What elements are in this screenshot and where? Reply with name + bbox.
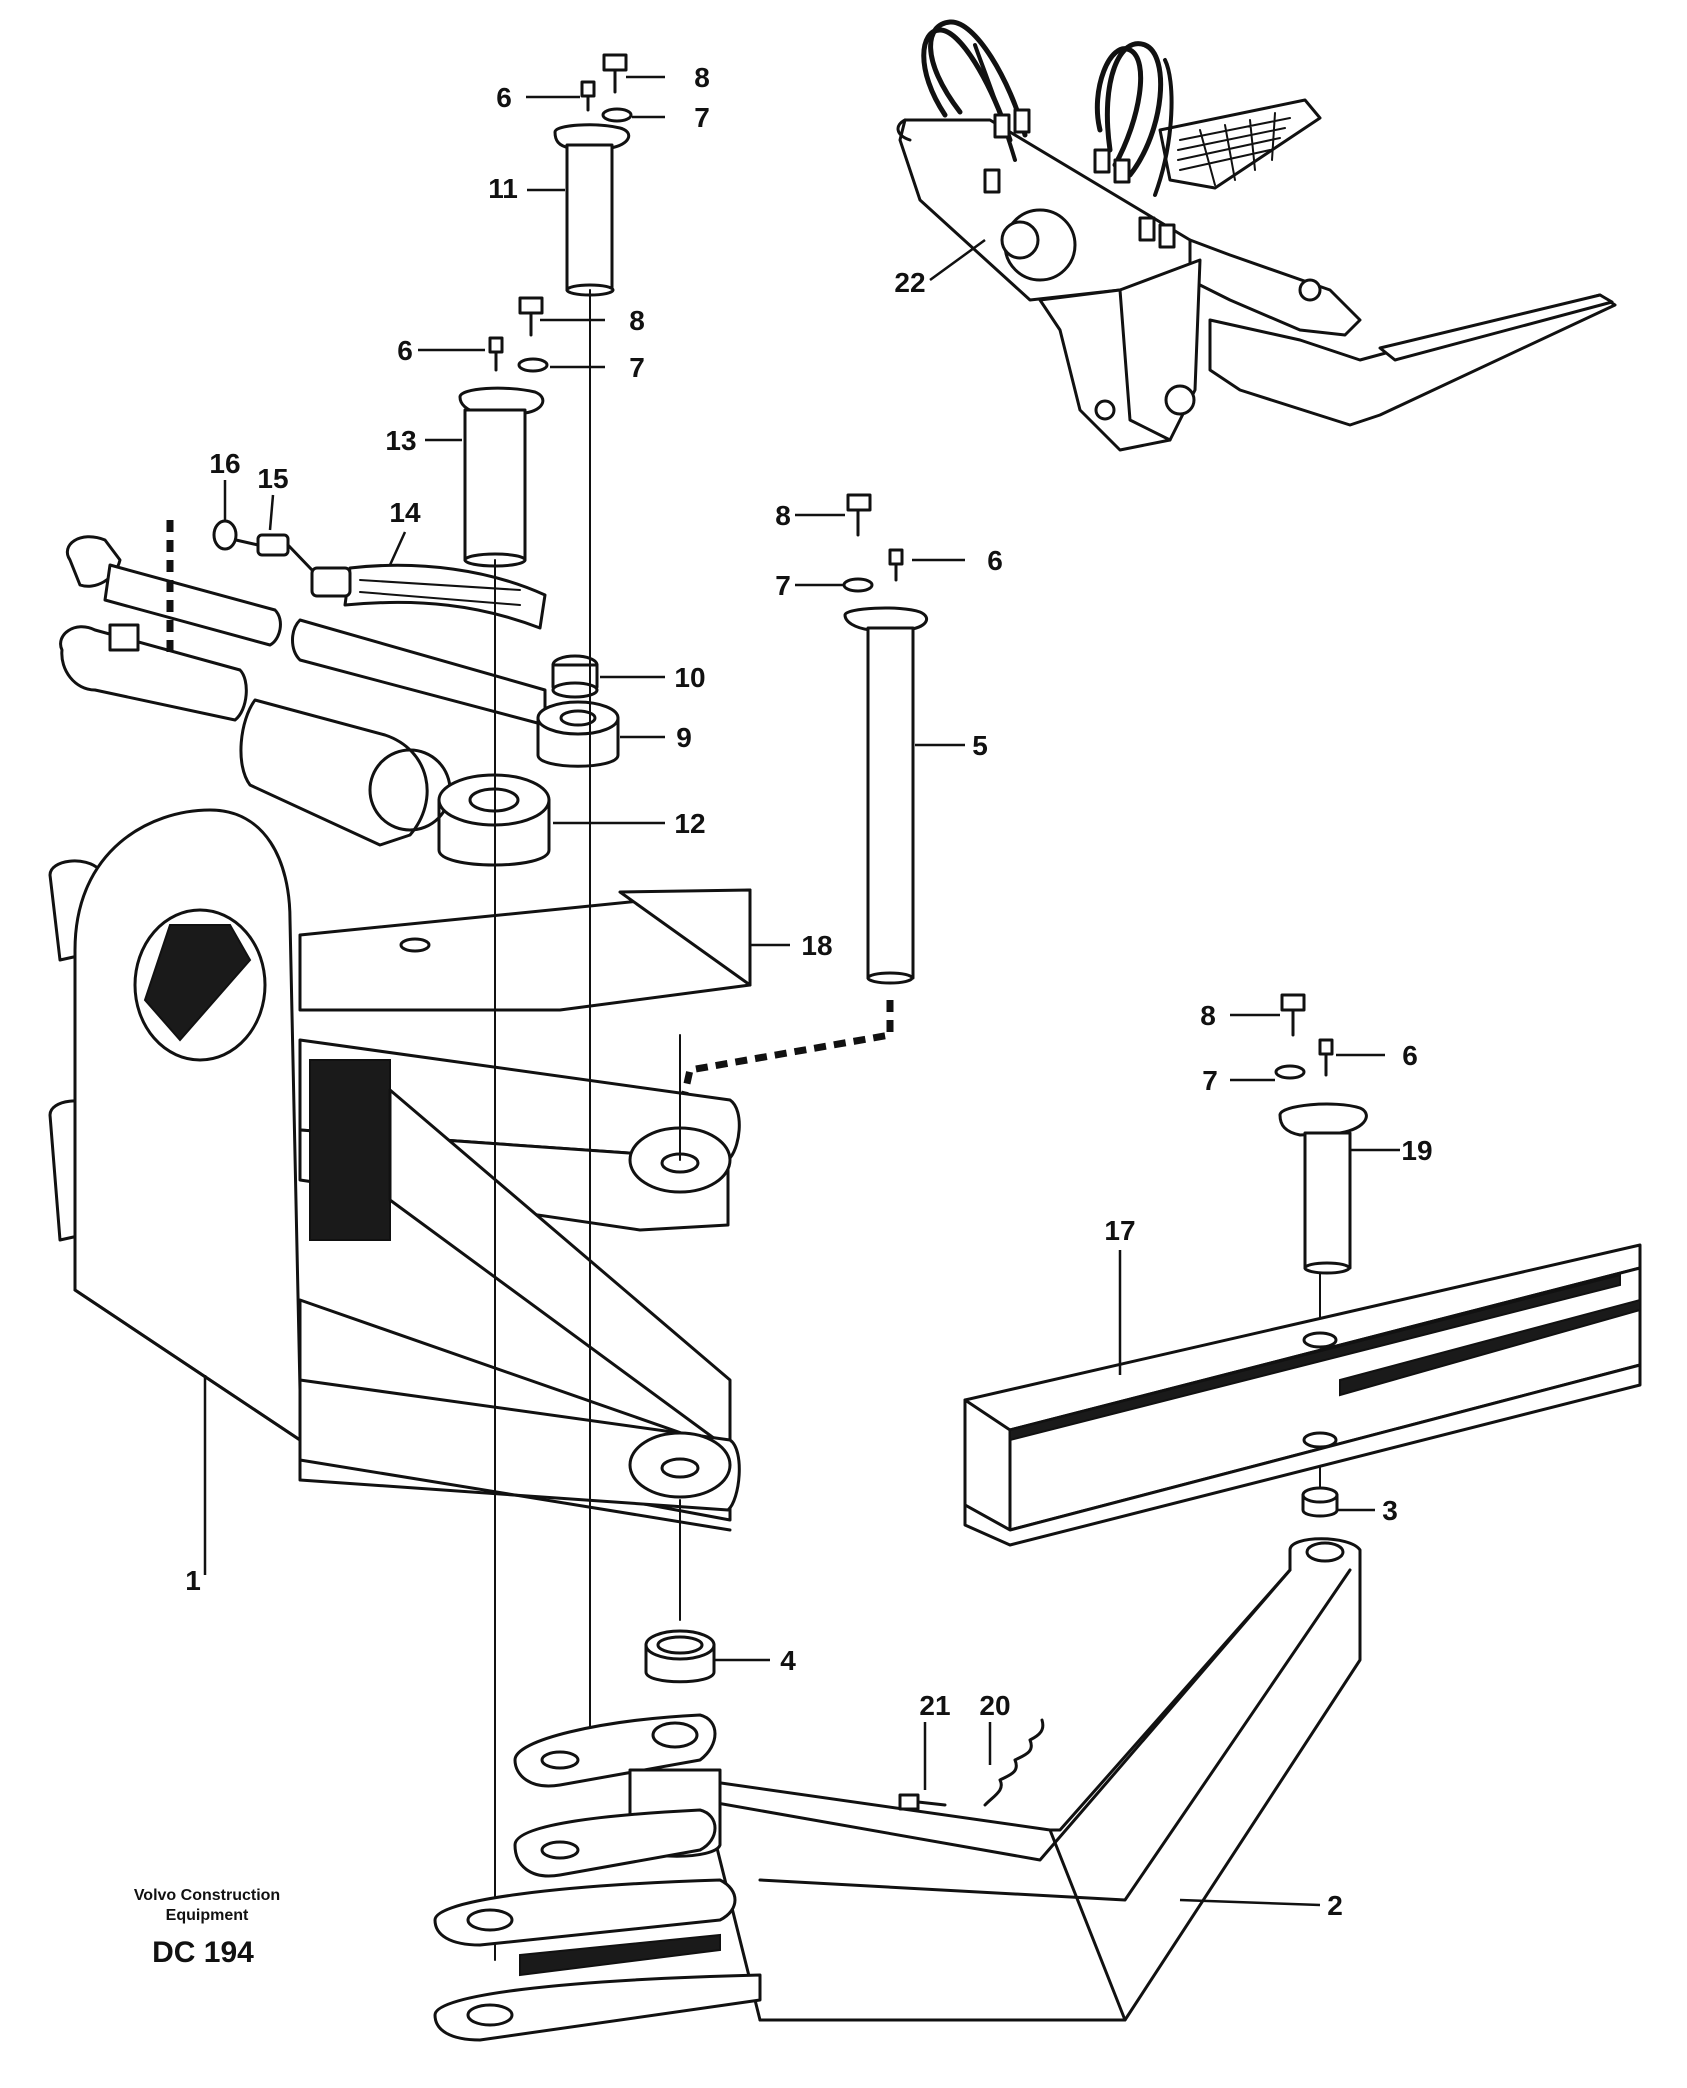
callout-20: 20: [979, 1690, 1010, 1721]
callout-21: 21: [919, 1690, 950, 1721]
inset-assembly-22: [896, 19, 1617, 452]
fittings-15-16: [212, 480, 314, 572]
callout-labels: 1 2 3 4 5 6 7 8 9 10 11 12 13 14 15 16 1…: [185, 62, 1432, 1921]
pin-11-stack: [526, 53, 665, 297]
maker-line-1: Volvo Construction: [134, 1887, 280, 1904]
drawing-code: DC 194: [152, 1936, 254, 1969]
callout-8-a: 8: [694, 62, 710, 93]
main-bracket-1: [48, 808, 790, 1575]
callout-2: 2: [1327, 1890, 1343, 1921]
bushing-4: [644, 1629, 770, 1684]
callout-7-b: 7: [629, 352, 645, 383]
callout-16: 16: [209, 448, 240, 479]
callout-6-d: 6: [1402, 1040, 1418, 1071]
callout-13: 13: [385, 425, 416, 456]
callout-8-d: 8: [1200, 1000, 1216, 1031]
callout-18: 18: [801, 930, 832, 961]
callout-7-d: 7: [1202, 1065, 1218, 1096]
callout-8-c: 8: [775, 500, 791, 531]
callout-22: 22: [894, 267, 925, 298]
maker-line-2: Equipment: [166, 1907, 249, 1924]
callout-5: 5: [972, 730, 988, 761]
callout-15: 15: [257, 463, 288, 494]
bushing-3: [1301, 1486, 1375, 1518]
callout-6-a: 6: [496, 82, 512, 113]
callout-11: 11: [488, 173, 518, 204]
callout-17: 17: [1104, 1215, 1135, 1246]
footer-block: Volvo Construction Equipment DC 194: [134, 1887, 280, 1969]
pin-5-stack: [676, 493, 965, 1116]
bushings-9-10-12: [437, 654, 665, 867]
callout-8-b: 8: [629, 305, 645, 336]
callout-12: 12: [674, 808, 705, 839]
callout-10: 10: [674, 662, 705, 693]
callout-9: 9: [676, 722, 692, 753]
callout-6-b: 6: [397, 335, 413, 366]
callout-7-c: 7: [775, 570, 791, 601]
callout-7-a: 7: [694, 102, 710, 133]
callout-1: 1: [185, 1565, 201, 1596]
pin-19-stack: [1230, 993, 1400, 1275]
callout-14: 14: [389, 497, 421, 528]
pin-13-stack: [418, 296, 605, 568]
callout-19: 19: [1401, 1135, 1432, 1166]
hydraulic-cylinder: [59, 520, 547, 847]
callout-3: 3: [1382, 1495, 1398, 1526]
callout-4: 4: [780, 1645, 796, 1676]
channel-17: [963, 1243, 1642, 1547]
v-frame-2: [433, 1537, 1362, 2042]
callout-6-c: 6: [987, 545, 1003, 576]
